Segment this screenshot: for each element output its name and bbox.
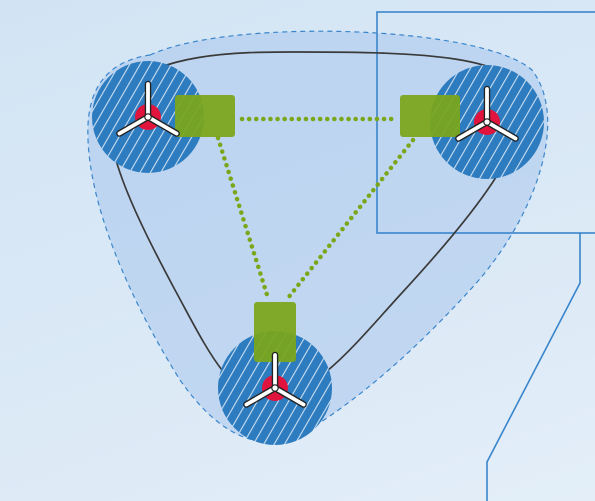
hub-cap <box>271 384 279 392</box>
blade <box>117 115 150 136</box>
link-right <box>285 137 416 301</box>
wind-turbine-icon <box>243 351 307 408</box>
hub-cap <box>483 118 491 126</box>
link-block-top-right <box>400 95 460 137</box>
blade <box>456 120 489 141</box>
link-block-top-left <box>175 95 235 137</box>
turbine-icons <box>116 80 519 408</box>
callout <box>376 11 595 501</box>
blade <box>146 115 179 136</box>
hub-cap <box>144 113 152 121</box>
link-left <box>215 135 271 301</box>
network-loop <box>108 51 526 399</box>
link-lines <box>215 116 416 301</box>
blade <box>244 386 277 407</box>
link-block-bottom <box>254 302 296 362</box>
blade <box>273 386 306 407</box>
callout-leader <box>486 233 581 501</box>
callout-box <box>376 11 595 234</box>
wind-turbine-icon <box>116 80 180 137</box>
wind-turbine-icon <box>455 85 519 142</box>
link-blocks <box>175 95 460 362</box>
blade <box>485 120 518 141</box>
